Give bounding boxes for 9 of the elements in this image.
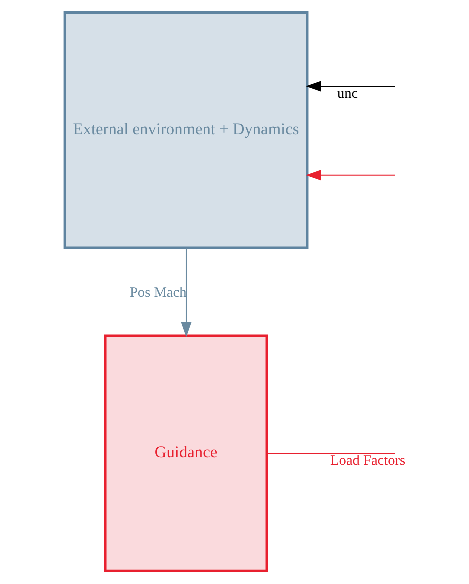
connector bbox=[266, 453, 395, 454]
edge-label: Pos Mach bbox=[129, 284, 186, 301]
edge-label: Load Factors bbox=[330, 453, 406, 470]
arrow bbox=[305, 170, 395, 181]
node-box: Guidance bbox=[104, 334, 268, 572]
arrow bbox=[305, 81, 395, 92]
node-box: External environment + Dynamics bbox=[63, 12, 308, 250]
edge-label: unc bbox=[336, 86, 358, 102]
arrow bbox=[180, 248, 192, 338]
